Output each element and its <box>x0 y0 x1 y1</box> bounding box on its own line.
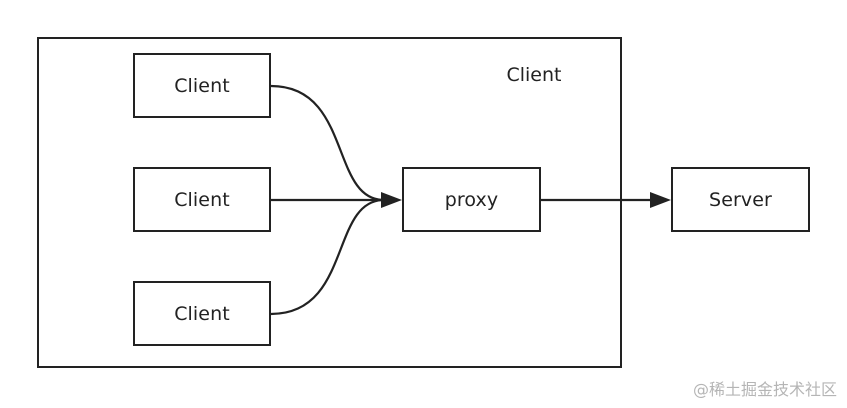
client-node-3: Client <box>133 281 271 346</box>
client-group-label: Client <box>506 64 562 86</box>
proxy-node-label: proxy <box>444 188 499 211</box>
edge-client-1-to-proxy <box>270 84 385 202</box>
client-node-1-label: Client <box>174 74 230 97</box>
arrowhead-into-server <box>650 192 671 208</box>
client-node-1: Client <box>133 53 271 118</box>
proxy-node: proxy <box>402 167 541 232</box>
edge-client-3-to-proxy <box>270 198 385 316</box>
arrowhead-into-proxy <box>381 192 402 208</box>
client-group-frame <box>37 37 622 368</box>
watermark-text: @稀土掘金技术社区 <box>692 380 837 399</box>
client-node-2: Client <box>133 167 271 232</box>
client-node-2-label: Client <box>174 188 230 211</box>
server-node: Server <box>671 167 810 232</box>
client-node-3-label: Client <box>174 302 230 325</box>
server-node-label: Server <box>709 188 772 211</box>
